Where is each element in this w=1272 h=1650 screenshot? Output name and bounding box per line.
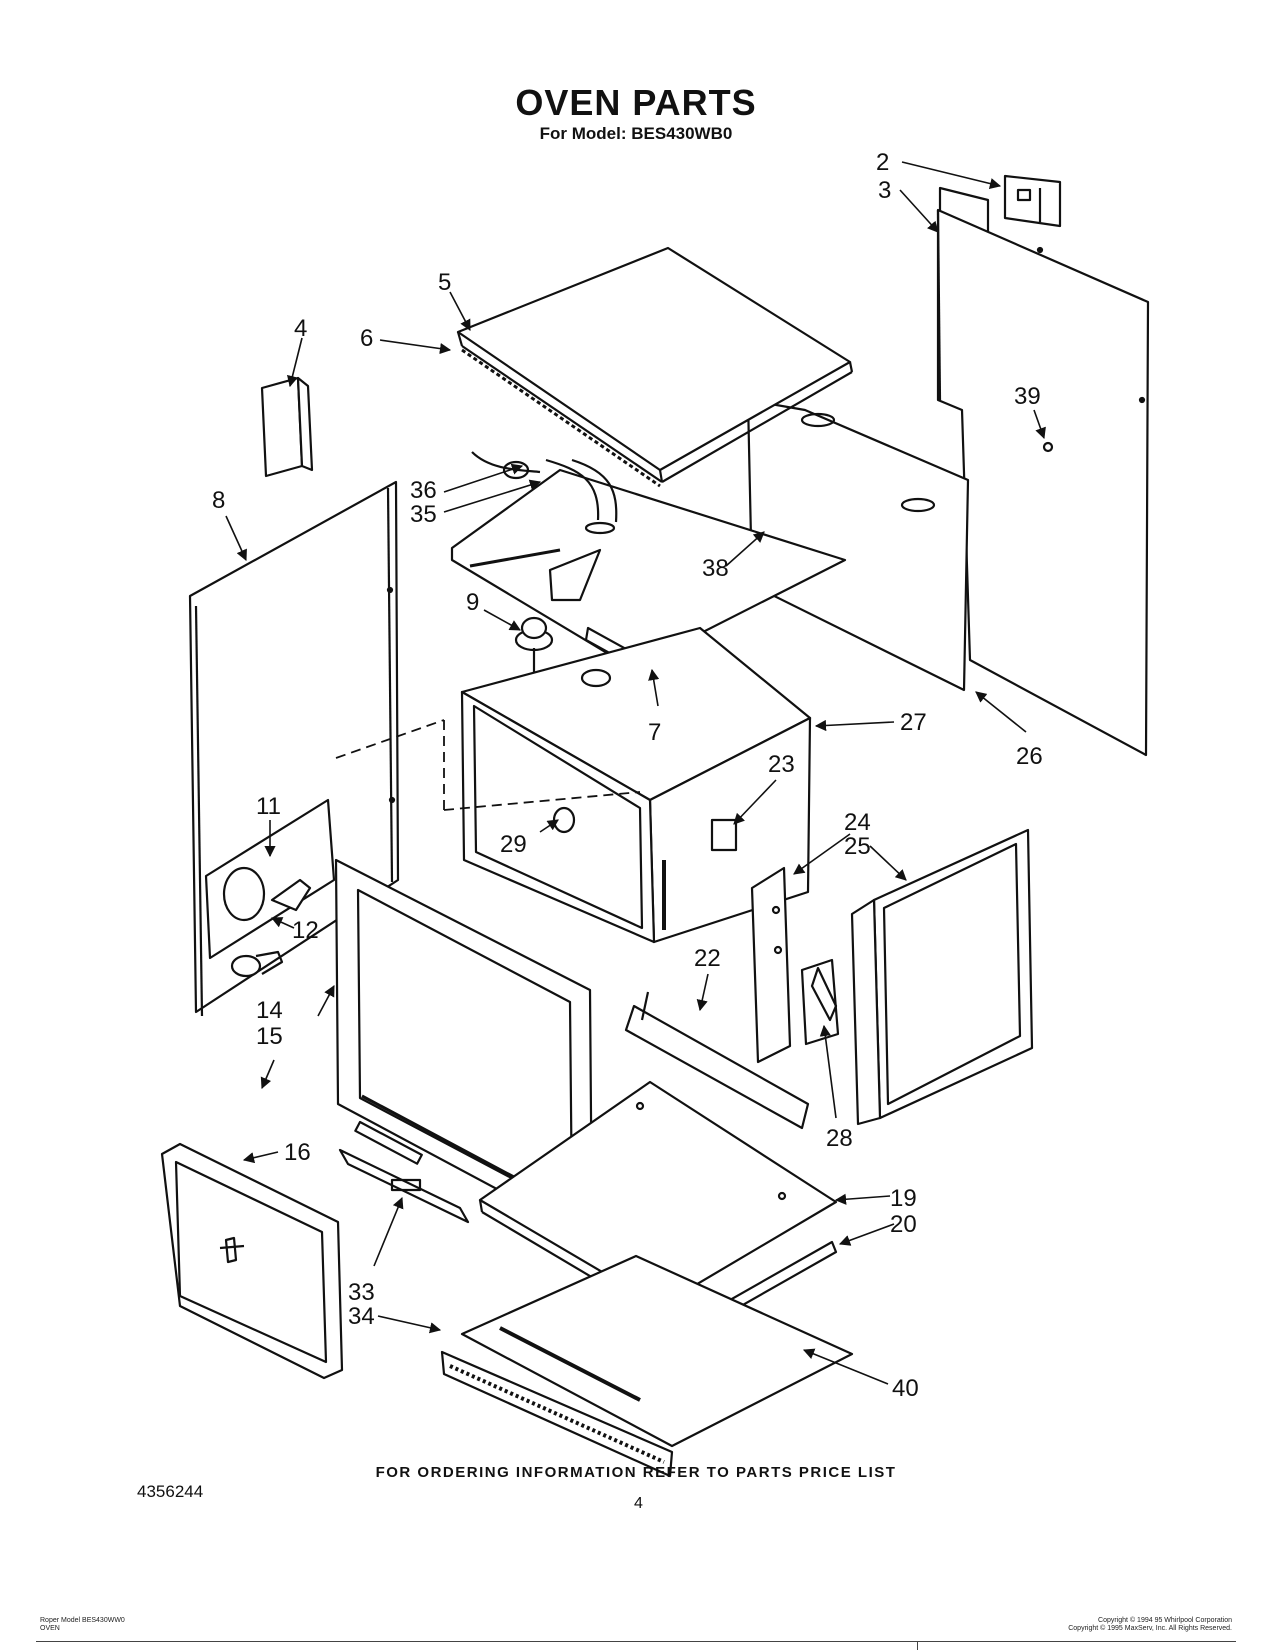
footer-model-line: Roper Model BES430WW0: [40, 1617, 125, 1624]
part-11-light-assembly: [204, 798, 336, 960]
callout-33: 33: [348, 1279, 375, 1306]
callout-36: 36: [410, 477, 437, 504]
bottom-tick: [917, 1641, 918, 1650]
callout-5: 5: [438, 269, 451, 296]
callout-3: 3: [878, 177, 891, 204]
callout-11: 11: [256, 793, 281, 820]
part-25-side-panel: [850, 828, 1034, 1126]
footer-copyright: Copyright © 1994 95 Whirlpool Corporatio…: [1068, 1617, 1232, 1633]
document-number: 4356244: [137, 1482, 204, 1501]
part-9-element: [514, 616, 554, 676]
part-15-gasket: [160, 1142, 344, 1380]
callout-2: 2: [876, 149, 889, 176]
callout-20: 20: [890, 1211, 917, 1238]
part-28-hinge: [800, 958, 840, 1046]
callout-29: 29: [500, 831, 527, 858]
callout-6: 6: [360, 325, 373, 352]
callout-8: 8: [212, 487, 225, 514]
part-24-side-rail: [750, 866, 792, 1064]
callout-26: 26: [1016, 743, 1043, 770]
callout-19: 19: [890, 1185, 917, 1212]
callout-7: 7: [648, 719, 661, 746]
part-38-mount-plate: [450, 468, 847, 670]
part-12-bulb: [230, 950, 284, 978]
callout-12: 12: [292, 917, 319, 944]
callout-15: 15: [256, 1023, 283, 1050]
copyright-line-1: Copyright © 1994 95 Whirlpool Corporatio…: [1098, 1617, 1232, 1624]
callout-25: 25: [844, 833, 871, 860]
callout-34: 34: [348, 1303, 375, 1330]
callout-28: 28: [826, 1125, 853, 1152]
part-26-back-panel: [936, 208, 1150, 757]
callout-22: 22: [694, 945, 721, 972]
footer-model-info: Roper Model BES430WW0 OVEN: [40, 1617, 125, 1633]
part-35-36-tube: [471, 451, 618, 535]
callout-16: 16: [284, 1139, 311, 1166]
page-number: 4: [634, 1495, 643, 1512]
part-5-top-panel: [456, 246, 854, 488]
part-33-vent-strip: [338, 1148, 470, 1224]
callout-35: 35: [410, 501, 437, 528]
footer-section-line: OVEN: [40, 1625, 60, 1632]
assembly-line: [335, 719, 641, 811]
callout-24: 24: [844, 809, 871, 836]
part-2-bracket: [1003, 174, 1062, 228]
page-title: OVEN PARTS: [515, 82, 757, 123]
callout-39: 39: [1014, 383, 1041, 410]
part-16-clip: [219, 1236, 245, 1264]
copyright-line-2: Copyright © 1995 MaxServ, Inc. All Right…: [1068, 1625, 1232, 1632]
callout-38: 38: [702, 555, 729, 582]
bottom-rule: [36, 1641, 1236, 1642]
callout-40: 40: [892, 1375, 919, 1402]
part-40-base-panel: [460, 1254, 854, 1448]
part-22-lower-bracket: [624, 991, 810, 1130]
part-34-grille: [440, 1350, 674, 1478]
part-4-bracket: [260, 376, 314, 478]
callout-4: 4: [294, 315, 307, 342]
callout-27: 27: [900, 709, 927, 736]
callout-labels: 2 3 5 6 4 39 36 35 8 38 9 7 27 26 11 23 …: [212, 149, 1043, 1402]
model-subtitle: For Model: BES430WB0: [539, 124, 733, 143]
ordering-note: FOR ORDERING INFORMATION REFER TO PARTS …: [375, 1464, 897, 1481]
callout-23: 23: [768, 751, 795, 778]
callout-9: 9: [466, 589, 479, 616]
callout-14: 14: [256, 997, 283, 1024]
